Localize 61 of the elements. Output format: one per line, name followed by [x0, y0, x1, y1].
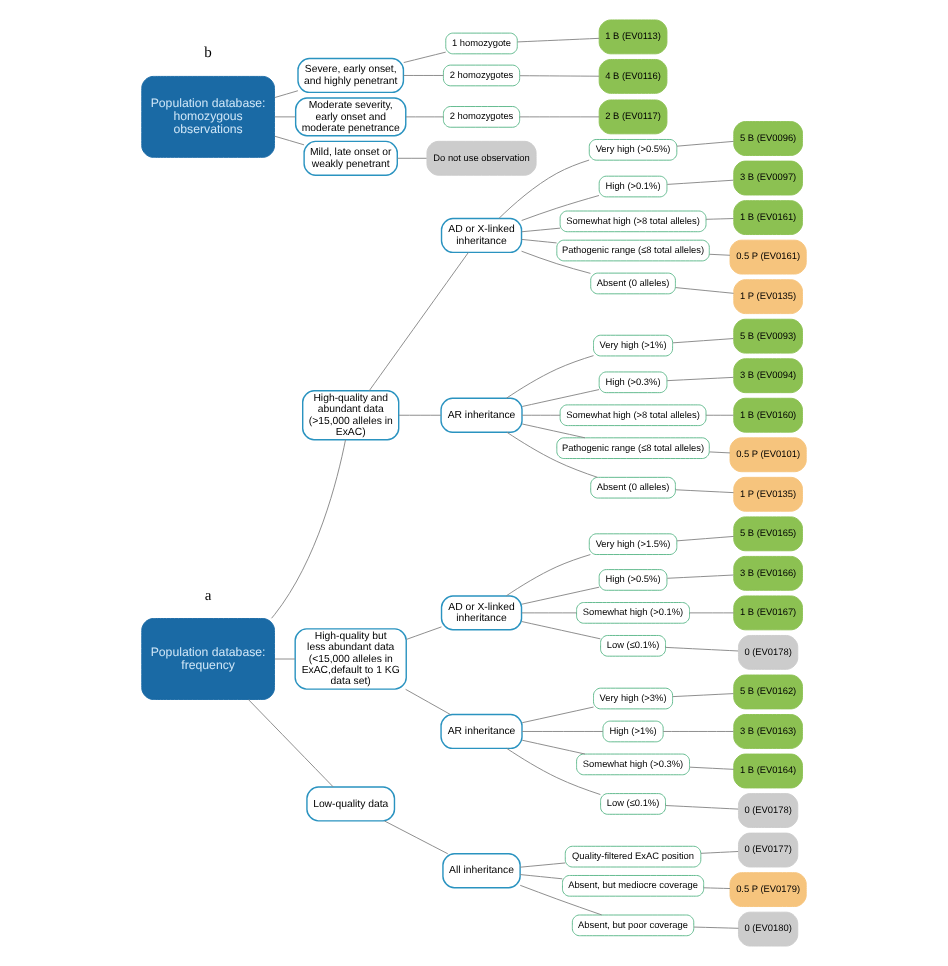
connector [521, 238, 558, 244]
connector [675, 489, 735, 494]
connector [521, 414, 561, 416]
connector [274, 116, 296, 118]
connector [274, 90, 299, 98]
connector [274, 135, 305, 146]
connector [521, 586, 600, 605]
connector [709, 451, 731, 454]
connector [405, 116, 444, 118]
connector [521, 739, 586, 755]
connector [521, 706, 594, 724]
connector [521, 389, 600, 407]
label: a [204, 585, 212, 604]
connector [665, 805, 739, 810]
connector [517, 37, 600, 43]
connector [672, 693, 734, 698]
connector [675, 287, 735, 294]
connector [519, 116, 600, 118]
connector [384, 820, 449, 855]
connector [271, 439, 346, 619]
connector [705, 414, 734, 416]
connector [705, 218, 734, 220]
connector [521, 731, 604, 732]
connector [666, 376, 734, 382]
connector [405, 688, 451, 715]
connector [274, 658, 296, 660]
connector [666, 574, 734, 579]
connector [662, 731, 735, 732]
connector [676, 535, 735, 542]
connector [689, 766, 735, 770]
connector [676, 140, 735, 147]
connector [709, 253, 731, 256]
connector [693, 926, 739, 929]
connector [700, 851, 739, 854]
connector [405, 626, 442, 640]
connector [248, 699, 334, 788]
connector [521, 423, 586, 439]
connector [505, 355, 594, 399]
connector [521, 621, 601, 640]
connector [498, 159, 590, 219]
connector [703, 887, 731, 889]
connector [666, 179, 734, 185]
connector [519, 874, 563, 880]
connector [397, 157, 427, 159]
connector [519, 75, 600, 77]
connector [521, 227, 561, 233]
connector [689, 612, 735, 614]
connector [672, 338, 734, 344]
connector [521, 250, 591, 274]
connector [665, 646, 739, 652]
connector [403, 51, 447, 63]
connector [403, 75, 444, 76]
connector [519, 862, 566, 868]
label: b [204, 43, 212, 62]
connector [506, 748, 601, 795]
connector [521, 195, 600, 221]
connector [521, 612, 577, 614]
connector [506, 431, 598, 478]
connector [368, 252, 469, 392]
connector [505, 554, 591, 597]
connector [398, 414, 442, 416]
